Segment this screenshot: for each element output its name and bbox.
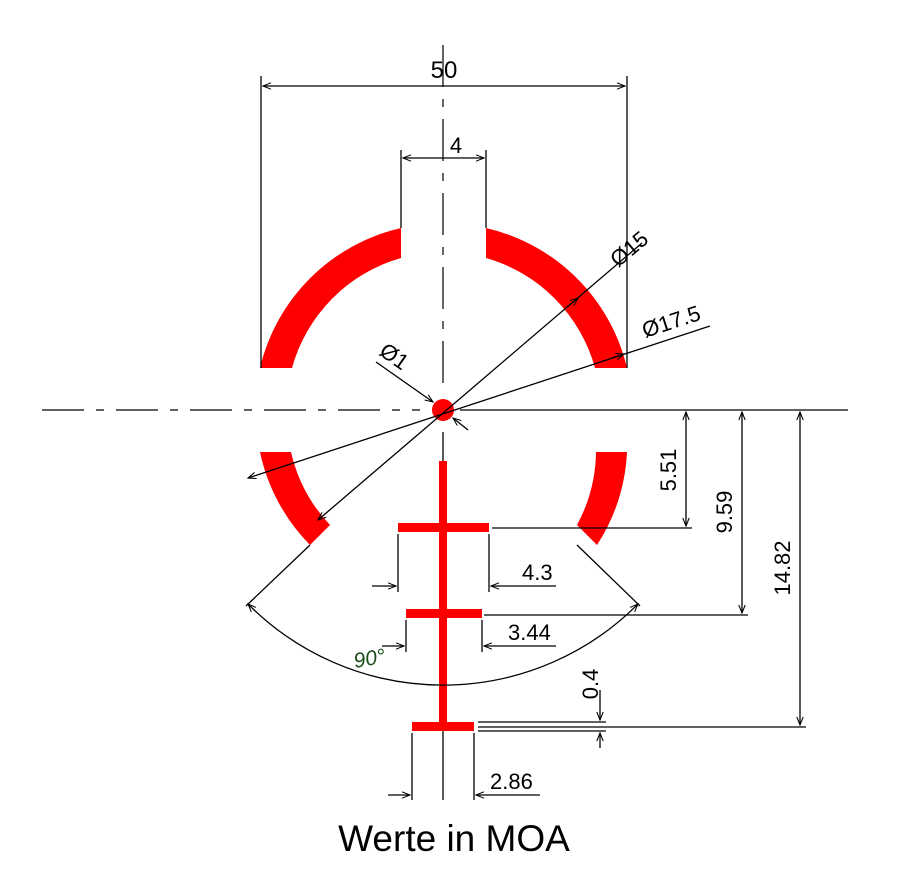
bar3-offset-label: 14.82: [770, 540, 795, 595]
center-dot: [432, 399, 454, 421]
outer-diameter-label: Ø17.5: [639, 300, 704, 342]
arc-bottom-right: [577, 452, 627, 545]
center-dot-label: Ø1: [375, 338, 413, 375]
dim-diameters: Ø15 Ø17.5 Ø1: [246, 226, 711, 521]
dim-vertical-offsets: 5.51 9.59 14.82: [478, 410, 806, 728]
reticle: [260, 228, 627, 731]
overall-width-label: 50: [431, 57, 458, 84]
bar1-offset-label: 5.51: [656, 449, 681, 492]
arc-bottom-left: [260, 452, 330, 545]
bar2-offset-label: 9.59: [712, 491, 737, 534]
stadia-bar-3: [412, 722, 474, 731]
vertical-stadia: [439, 461, 447, 731]
dim-opening-angle: 90°: [245, 544, 641, 686]
stadia-bar-1: [398, 523, 489, 532]
bar3-width-label: 2.86: [490, 769, 533, 794]
arc-top-right: [486, 228, 627, 368]
units-caption: Werte in MOA: [338, 818, 570, 859]
stadia-bar-2: [406, 609, 482, 618]
bar2-width-label: 3.44: [508, 620, 551, 645]
opening-angle-label: 90°: [352, 645, 387, 673]
inner-diameter-label: Ø15: [605, 226, 653, 272]
dim-bar-thickness: 0.4: [478, 669, 606, 748]
dim-bar-widths: 4.3 3.44 2.86: [372, 534, 556, 800]
dim-overall-width: 50: [260, 57, 628, 368]
arc-top-left: [260, 228, 401, 368]
bar1-width-label: 4.3: [522, 560, 553, 585]
dim-top-gap: 4: [400, 133, 487, 228]
bar-thickness-label: 0.4: [578, 669, 603, 700]
top-gap-label: 4: [450, 133, 462, 158]
